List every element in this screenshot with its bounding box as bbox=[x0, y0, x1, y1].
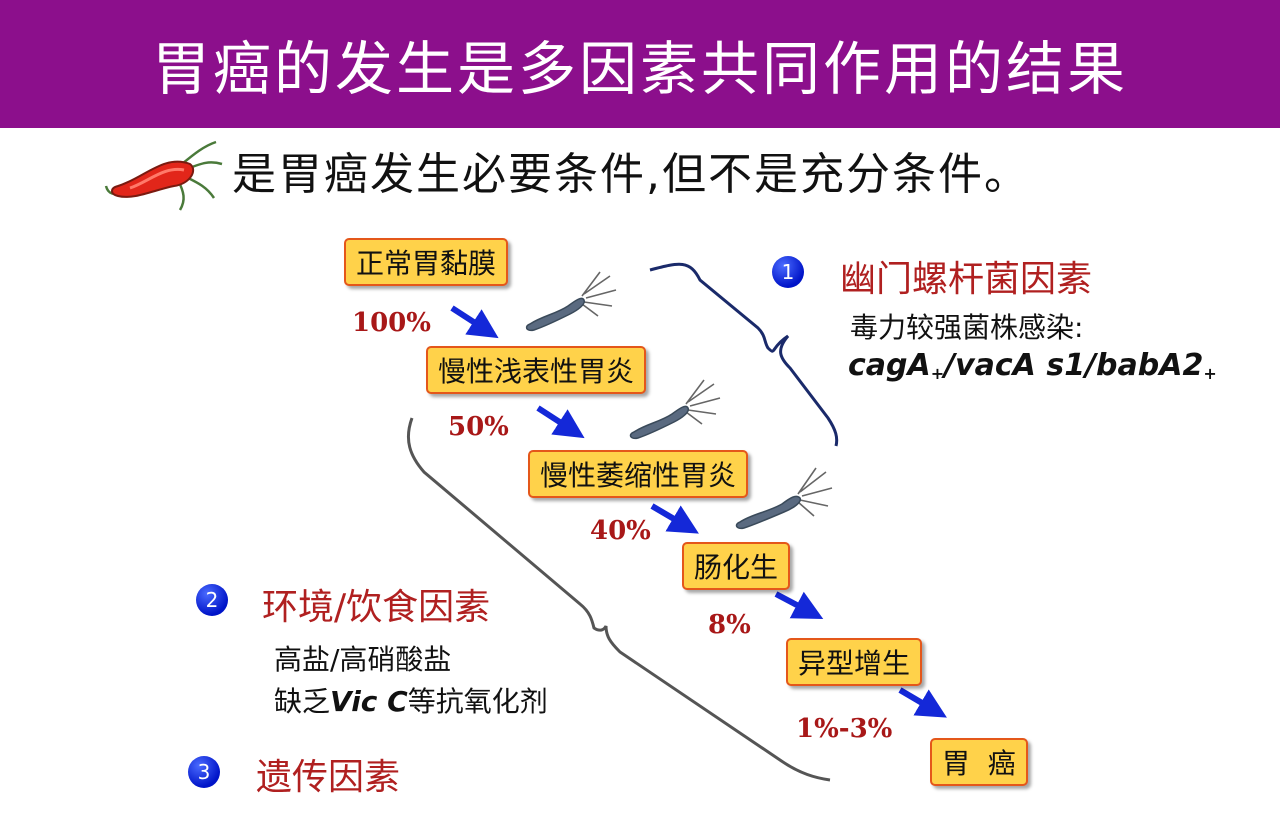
factor-1-genes: cagA+/vacA s1/babA2+ bbox=[848, 348, 1217, 383]
stage-gastric-cancer: 胃 癌 bbox=[930, 738, 1028, 786]
factor-1-badge: 1 bbox=[772, 256, 804, 288]
factor-2-vic-c: Vic C bbox=[330, 685, 408, 718]
gene-plus: + bbox=[1203, 364, 1217, 383]
page-title: 胃癌的发生是多因素共同作用的结果 bbox=[151, 35, 1128, 103]
percent-label: 8% bbox=[708, 610, 751, 640]
percent-label: 1%-3% bbox=[796, 714, 893, 744]
gene-plus: + bbox=[930, 364, 945, 383]
progression-arrow bbox=[898, 687, 947, 718]
percent-label: 100% bbox=[352, 308, 431, 338]
stage-intestinal-metaplasia: 肠化生 bbox=[682, 542, 791, 590]
bacterium-icon bbox=[735, 467, 833, 530]
progression-arrow bbox=[536, 405, 585, 439]
subtitle: 是胃癌发生必要条件,但不是充分条件。 bbox=[232, 149, 1030, 200]
progression-arrow bbox=[650, 503, 699, 534]
gene-caga: cagA bbox=[848, 348, 931, 383]
percent-label: 40% bbox=[590, 516, 651, 546]
factor-2-badge: 2 bbox=[196, 584, 228, 616]
title-bar: 胃癌的发生是多因素共同作用的结果 bbox=[0, 0, 1280, 128]
brace-hp bbox=[649, 262, 839, 447]
percent-label: 50% bbox=[448, 412, 509, 442]
helicobacter-icon bbox=[104, 140, 223, 211]
bacterium-icon bbox=[629, 379, 721, 440]
factor-3-badge: 3 bbox=[188, 756, 220, 788]
factor-1-detail: 毒力较强菌株感染: bbox=[850, 311, 1084, 344]
factor-2-line2-pre: 缺乏 bbox=[274, 685, 331, 718]
factor-3-title: 遗传因素 bbox=[256, 757, 401, 798]
factor-2-line2-post: 等抗氧化剂 bbox=[407, 685, 548, 718]
factor-1-title: 幽门螺杆菌因素 bbox=[840, 259, 1093, 300]
stage-chronic-atrophic-gastritis: 慢性萎缩性胃炎 bbox=[528, 450, 749, 498]
bacterium-icon bbox=[525, 271, 617, 332]
factor-2-title: 环境/饮食因素 bbox=[262, 587, 491, 628]
stage-dysplasia: 异型增生 bbox=[786, 638, 923, 686]
stage-chronic-superficial-gastritis: 慢性浅表性胃炎 bbox=[426, 346, 647, 394]
factor-2-line1: 高盐/高硝酸盐 bbox=[274, 643, 452, 676]
progression-arrow bbox=[774, 591, 824, 620]
stage-normal-mucosa: 正常胃黏膜 bbox=[344, 238, 509, 286]
brace-env bbox=[407, 417, 831, 782]
progression-arrow bbox=[450, 305, 499, 339]
gene-vaca-baba2: /vacA s1/babA2 bbox=[944, 348, 1204, 383]
factor-2-line2: 缺乏Vic C等抗氧化剂 bbox=[274, 680, 548, 720]
